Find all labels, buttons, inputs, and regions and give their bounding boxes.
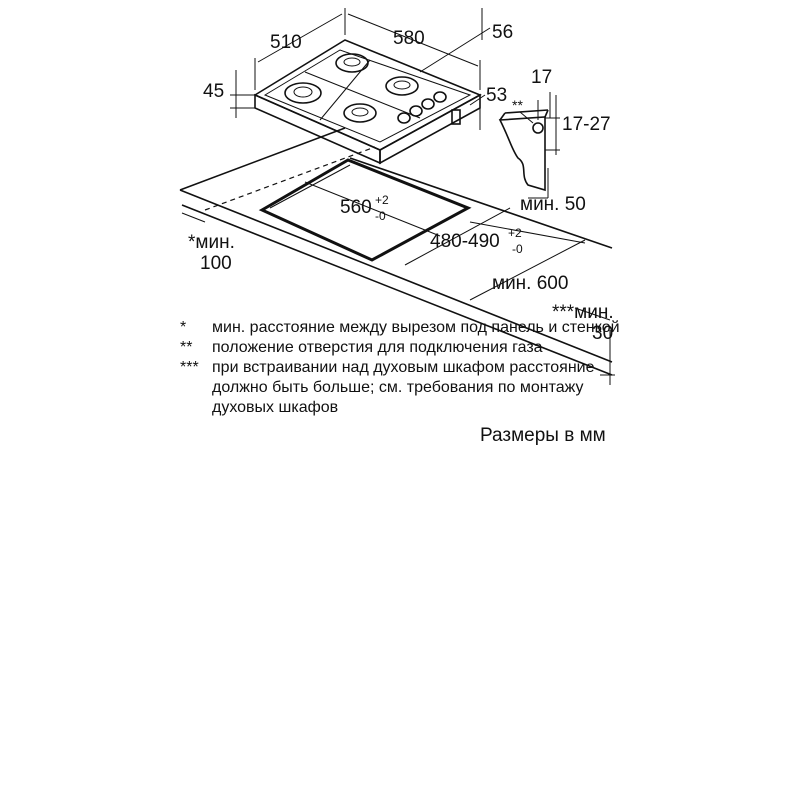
svg-text:+2: +2 (508, 226, 522, 240)
dim-gas-range: 17-27 (562, 114, 611, 135)
dim-gas-17: 17 (531, 67, 552, 88)
burner-icon (335, 53, 369, 73)
gas-hole-icon (532, 122, 544, 134)
hob-drawing (253, 39, 482, 165)
gas-connection-detail (498, 92, 560, 199)
dim-top-offset: 56 (492, 22, 513, 43)
footnote-mark: * (180, 319, 187, 336)
dim-gas-marker: ** (512, 97, 523, 113)
burner-icon (284, 82, 322, 104)
dim-cutout-depth: 480-490 +2 -0 (430, 226, 523, 256)
footnote-text: при встраивании над духовым шкафом расст… (212, 359, 595, 416)
svg-text:560: 560 (340, 197, 372, 218)
footnote-mark: *** (180, 359, 199, 376)
footnote: * мин. расстояние между вырезом под пане… (180, 318, 630, 338)
burner-icon (343, 103, 377, 123)
burner-icon (385, 76, 419, 96)
dim-side-offset: 53 (486, 85, 507, 106)
footnote-text: мин. расстояние между вырезом под панель… (212, 319, 620, 336)
worktop-drawing (179, 127, 615, 385)
dim-height: 45 (203, 81, 224, 102)
knob-icon (397, 91, 447, 124)
footnote: ** положение отверстия для подключения г… (180, 338, 630, 358)
dim-cutout-width: 560 +2 -0 (340, 193, 389, 223)
dim-oven-min-label: ***мин. (552, 302, 614, 323)
svg-text:+2: +2 (375, 193, 389, 207)
dim-hob-width: 510 (270, 32, 302, 53)
svg-text:480-490: 480-490 (430, 231, 500, 252)
svg-text:-0: -0 (512, 242, 523, 256)
footnotes: * мин. расстояние между вырезом под пане… (180, 318, 630, 418)
units-label: Размеры в мм (480, 425, 606, 446)
cutout-outline (258, 158, 472, 262)
footnote-mark: ** (180, 339, 193, 356)
footnote: *** при встраивании над духовым шкафом р… (180, 358, 630, 418)
dim-wall-min-label: *мин. (188, 232, 235, 253)
dim-hob-depth: 580 (393, 28, 425, 49)
dim-min-50: мин. 50 (520, 194, 586, 215)
dim-worktop-min: мин. 600 (492, 273, 568, 294)
hob-dimension-lines (230, 8, 491, 130)
dim-oven-min-value: 30 (592, 323, 613, 344)
dim-wall-min-value: 100 (200, 253, 232, 274)
footnote-text: положение отверстия для подключения газа (212, 339, 543, 356)
svg-text:-0: -0 (375, 209, 386, 223)
